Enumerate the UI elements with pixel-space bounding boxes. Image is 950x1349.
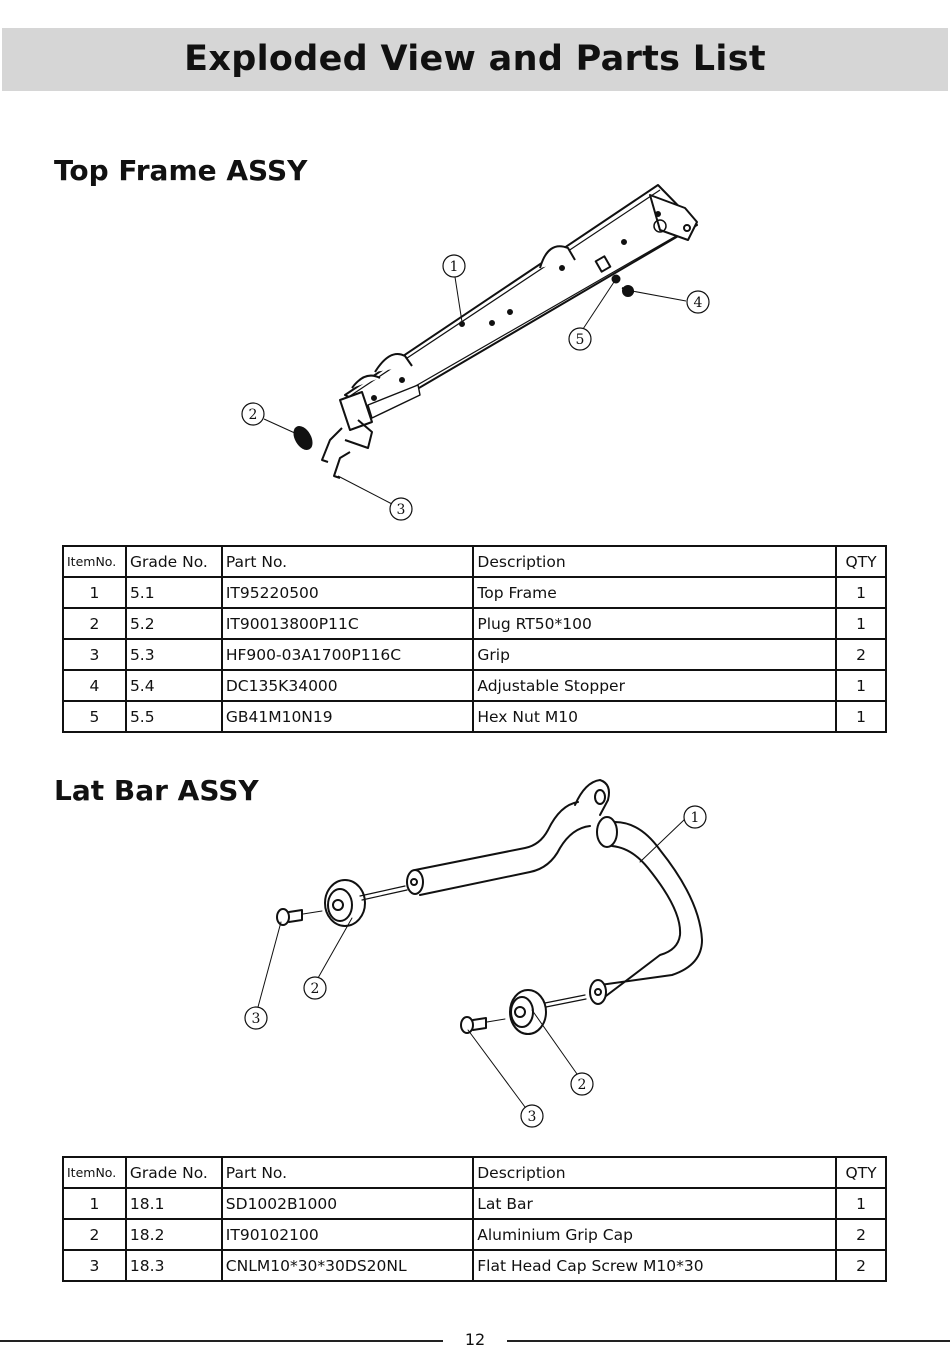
cell-qty: 2	[835, 1249, 887, 1282]
callout-3: 3	[528, 1109, 537, 1125]
cell-grade: 5.3	[124, 638, 223, 671]
cell-desc: Lat Bar	[472, 1187, 838, 1220]
cell-qty: 2	[835, 1218, 887, 1251]
callout-3: 3	[252, 1011, 261, 1027]
header-description: Description	[472, 1156, 838, 1189]
callout-3: 3	[397, 502, 406, 518]
table-header-row: ItemNo. Grade No. Part No. Description Q…	[62, 545, 887, 578]
table-row: 1 5.1 IT95220500 Top Frame 1	[62, 576, 887, 609]
title-band: Exploded View and Parts List	[2, 28, 948, 91]
top-frame-parts-table: ItemNo. Grade No. Part No. Description Q…	[62, 545, 887, 733]
cell-desc: Adjustable Stopper	[472, 669, 838, 702]
cell-part: IT90013800P11C	[220, 607, 475, 640]
cell-part: SD1002B1000	[220, 1187, 475, 1220]
cell-part: IT90102100	[220, 1218, 475, 1251]
cell-item: 1	[62, 576, 127, 609]
callout-5: 5	[576, 332, 585, 348]
footer-rule-left	[0, 1340, 443, 1342]
cell-part: HF900-03A1700P116C	[220, 638, 475, 671]
cell-item: 2	[62, 1218, 127, 1251]
cell-desc: Flat Head Cap Screw M10*30	[472, 1249, 838, 1282]
cell-grade: 5.1	[124, 576, 223, 609]
page-title: Exploded View and Parts List	[184, 39, 766, 79]
cell-grade: 5.2	[124, 607, 223, 640]
callout-1: 1	[691, 810, 700, 826]
header-qty: QTY	[835, 545, 887, 578]
table-row: 5 5.5 GB41M10N19 Hex Nut M10 1	[62, 700, 887, 733]
cell-part: IT95220500	[220, 576, 475, 609]
callout-1: 1	[450, 259, 459, 275]
lat-bar-exploded-view: 1 2 3 2 3	[244, 779, 707, 1128]
cell-part: CNLM10*30*30DS20NL	[220, 1249, 475, 1282]
cell-qty: 1	[835, 607, 887, 640]
header-item-no: ItemNo.	[62, 545, 127, 578]
table-row: 2 18.2 IT90102100 Aluminium Grip Cap 2	[62, 1218, 887, 1251]
header-part-no: Part No.	[220, 1156, 475, 1189]
cell-item: 1	[62, 1187, 127, 1220]
cell-desc: Grip	[472, 638, 838, 671]
cell-grade: 5.4	[124, 669, 223, 702]
header-item-no: ItemNo.	[62, 1156, 127, 1189]
cell-item: 4	[62, 669, 127, 702]
cell-qty: 1	[835, 1187, 887, 1220]
table-row: 1 18.1 SD1002B1000 Lat Bar 1	[62, 1187, 887, 1220]
lat-bar-parts-table: ItemNo. Grade No. Part No. Description Q…	[62, 1156, 887, 1282]
header-description: Description	[472, 545, 838, 578]
callout-4: 4	[694, 295, 703, 311]
cell-grade: 18.1	[124, 1187, 223, 1220]
top-frame-heading: Top Frame ASSY	[54, 154, 308, 187]
header-grade-no: Grade No.	[124, 1156, 223, 1189]
footer-rule-right	[507, 1340, 950, 1342]
lat-bar-heading: Lat Bar ASSY	[54, 774, 259, 807]
callout-2: 2	[249, 407, 258, 423]
cell-grade: 5.5	[124, 700, 223, 733]
cell-item: 3	[62, 638, 127, 671]
cell-desc: Top Frame	[472, 576, 838, 609]
page-number: 12	[464, 1330, 486, 1349]
cell-qty: 1	[835, 576, 887, 609]
cell-part: GB41M10N19	[220, 700, 475, 733]
callout-2: 2	[578, 1077, 587, 1093]
table-row: 2 5.2 IT90013800P11C Plug RT50*100 1	[62, 607, 887, 640]
table-header-row: ItemNo. Grade No. Part No. Description Q…	[62, 1156, 887, 1189]
cell-desc: Hex Nut M10	[472, 700, 838, 733]
cell-grade: 18.3	[124, 1249, 223, 1282]
cell-grade: 18.2	[124, 1218, 223, 1251]
header-qty: QTY	[835, 1156, 887, 1189]
header-grade-no: Grade No.	[124, 545, 223, 578]
top-frame-exploded-view: 1 2 3 4 5	[241, 184, 710, 521]
cell-desc: Plug RT50*100	[472, 607, 838, 640]
cell-desc: Aluminium Grip Cap	[472, 1218, 838, 1251]
header-part-no: Part No.	[220, 545, 475, 578]
cell-qty: 1	[835, 700, 887, 733]
table-row: 4 5.4 DC135K34000 Adjustable Stopper 1	[62, 669, 887, 702]
cell-item: 2	[62, 607, 127, 640]
cell-item: 3	[62, 1249, 127, 1282]
table-row: 3 18.3 CNLM10*30*30DS20NL Flat Head Cap …	[62, 1249, 887, 1282]
cell-part: DC135K34000	[220, 669, 475, 702]
cell-qty: 2	[835, 638, 887, 671]
cell-qty: 1	[835, 669, 887, 702]
table-row: 3 5.3 HF900-03A1700P116C Grip 2	[62, 638, 887, 671]
cell-item: 5	[62, 700, 127, 733]
callout-2: 2	[311, 981, 320, 997]
